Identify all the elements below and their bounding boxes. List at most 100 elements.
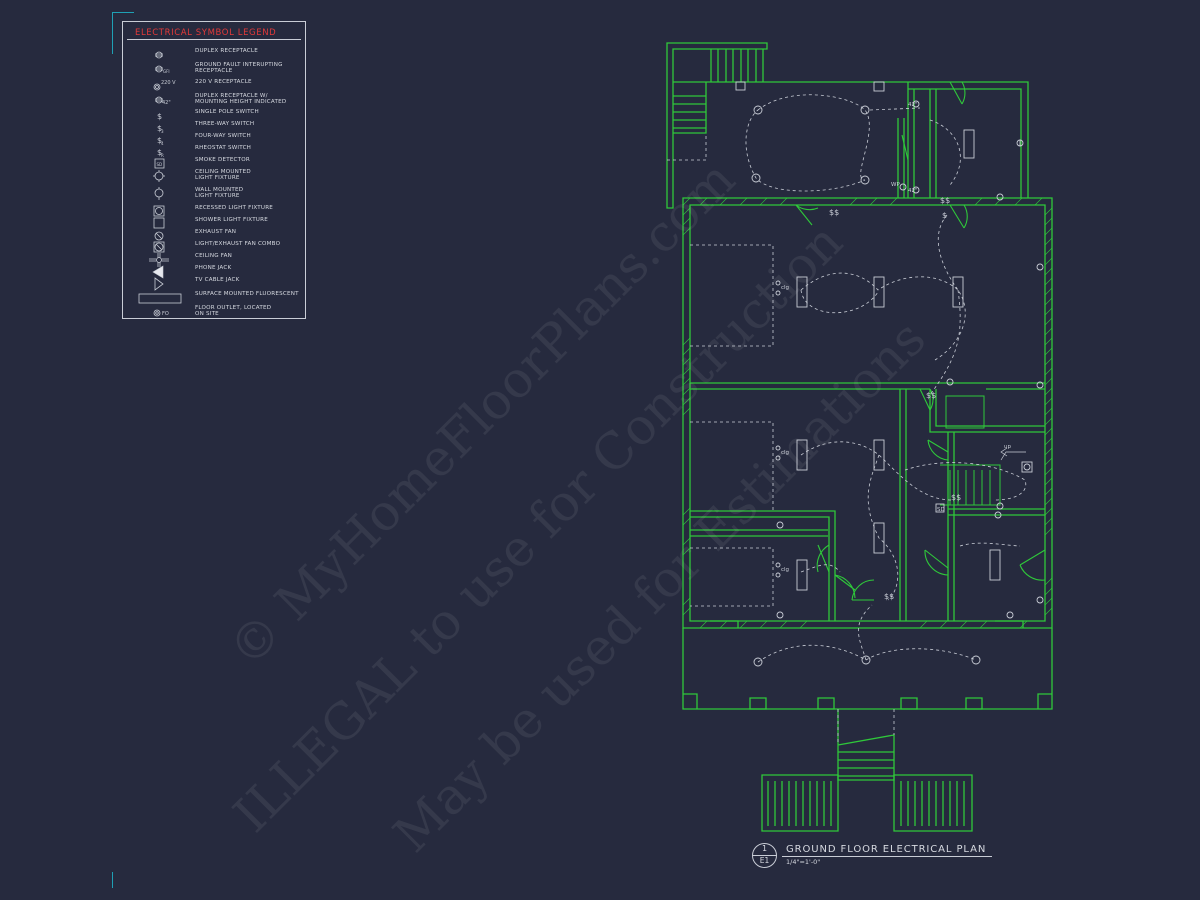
legend-item: CEILING FAN [123,253,307,267]
interior-stairs [940,395,1001,506]
clg-label-3: clg [781,567,789,573]
legend-item-label: PHONE JACK [195,265,232,271]
svg-text:$: $ [942,211,947,220]
rear-wing-walls [897,81,1029,198]
legend-item: CEILING MOUNTED LIGHT FIXTURE [123,169,307,183]
recessed-light-icon [153,205,165,217]
clg-label-2: clg [781,450,789,456]
top-left-corner-tick-vertical [112,12,113,54]
legend-item: RECESSED LIGHT FIXTURE [123,205,307,219]
title-underline [782,856,992,857]
legend-item: PHONE JACK [123,265,307,279]
sheet-number: E1 [759,856,770,865]
wp-label: WP [891,182,900,188]
legend-item-label: SMOKE DETECTOR [195,157,250,163]
legend-item-label: SHOWER LIGHT FIXTURE [195,217,268,223]
wall-hatch [682,197,1053,629]
legend-item: WALL MOUNTED LIGHT FIXTURE [123,187,307,201]
svg-text:GFI: GFI [163,69,170,74]
tv-cable-jack-icon [154,277,164,291]
svg-text:$$: $$ [951,493,961,502]
svg-text:$$: $$ [940,196,950,205]
legend-item: $ SINGLE POLE SWITCH [123,109,307,123]
svg-text:$$: $$ [884,592,894,601]
svg-text:42": 42" [162,100,171,106]
drawing-title-block: 1 E1 GROUND FLOOR ELECTRICAL PLAN 1/4"=1… [752,843,992,869]
legend-item-label: WALL MOUNTED LIGHT FIXTURE [195,187,244,199]
floor-outlet-icon: FO [153,309,169,317]
drawing-scale: 1/4"=1'-0" [786,858,821,866]
220v-receptacle-icon: 220 V [153,80,176,91]
three-way-switch-icon: $3 [157,124,164,134]
legend-item-label: TV CABLE JACK [195,277,240,283]
svg-text:R: R [161,153,164,158]
svg-text:$$: $$ [829,208,839,217]
duplex-receptacle-icon [155,51,163,59]
legend-item-label: RHEOSTAT SWITCH [195,145,252,151]
detail-bubble-divider [752,855,777,856]
detail-number: 1 [761,844,768,853]
svg-text:$: $ [157,148,162,157]
svg-text:220 V: 220 V [161,80,176,86]
gfi-receptacle-icon: GFI [155,65,170,74]
legend-item-label: EXHAUST FAN [195,229,237,235]
four-way-switch-icon: $4 [157,136,164,146]
legend-title: ELECTRICAL SYMBOL LEGEND [127,26,301,40]
up-label: up [1004,444,1011,450]
svg-text:3: 3 [161,129,164,134]
legend-item-label: THREE-WAY SWITCH [195,121,255,127]
electrical-symbol-legend: ELECTRICAL SYMBOL LEGEND DUPLEX RECEPTAC… [122,21,306,319]
svg-text:$: $ [157,112,162,121]
bottom-left-corner-tick [112,872,113,888]
front-porch [682,620,1053,710]
interior-walls [690,382,1045,621]
clg-label-1: clg [781,285,789,291]
svg-text:$: $ [157,124,162,133]
legend-item-label: DUPLEX RECEPTACLE W/ MOUNTING HEIGHT IND… [195,93,287,105]
legend-item-label: FLOOR OUTLET, LOCATED ON SITE [195,305,272,317]
legend-item: GFI GROUND FAULT INTERUPTING RECEPTACLE [123,62,307,76]
legend-item-label: FOUR-WAY SWITCH [195,133,251,139]
svg-text:4: 4 [161,141,164,146]
legend-item-label: 220 V RECEPTACLE [195,79,252,85]
height-label-2: 42" [908,102,918,108]
legend-item-label: CEILING FAN [195,253,233,259]
legend-item: LIGHT/EXHAUST FAN COMBO [123,241,307,255]
ceiling-light-icon [153,170,165,182]
legend-item: SHOWER LIGHT FIXTURE [123,217,307,231]
legend-item: $4 FOUR-WAY SWITCH [123,133,307,147]
svg-text:FO: FO [162,311,169,317]
legend-item: DUPLEX RECEPTACLE [123,48,307,62]
phone-jack-icon [152,265,164,279]
legend-item-label: SURFACE MOUNTED FLUORESCENT [195,291,299,297]
fluorescent-fixture-icon [138,293,182,304]
rear-porch [666,42,908,209]
smoke-label: SD [937,507,945,513]
dashed-wiring [667,94,1027,745]
plan-annotations: clg clg clg up WP 42" 42" SD [781,102,1011,573]
height-label-1: 42" [908,188,918,194]
doors [795,81,1046,601]
legend-item-label: GROUND FAULT INTERUPTING RECEPTACLE [195,62,283,74]
legend-item: FO FLOOR OUTLET, LOCATED ON SITE [123,305,307,319]
legend-item: $R RHEOSTAT SWITCH [123,145,307,159]
legend-item-label: RECESSED LIGHT FIXTURE [195,205,274,211]
wall-light-icon [154,187,164,200]
smoke-detector-icon: SD [154,158,165,169]
single-pole-switch-icon: $ [157,112,162,121]
legend-item: 42" DUPLEX RECEPTACLE W/ MOUNTING HEIGHT … [123,93,307,107]
legend-item-label: LIGHT/EXHAUST FAN COMBO [195,241,281,247]
legend-item-label: CEILING MOUNTED LIGHT FIXTURE [195,169,251,181]
fixtures [735,81,1044,667]
exterior-walls [682,197,1053,629]
legend-item-label: DUPLEX RECEPTACLE [195,48,258,54]
ceiling-fan-icon [149,253,169,267]
legend-item-label: SINGLE POLE SWITCH [195,109,259,115]
rheostat-switch-icon: $R [157,148,164,158]
front-stairs [761,709,973,832]
exhaust-fan-icon [154,231,164,241]
drawing-title: GROUND FLOOR ELECTRICAL PLAN [786,844,987,855]
legend-item: EXHAUST FAN [123,229,307,243]
svg-text:SD: SD [157,162,163,167]
